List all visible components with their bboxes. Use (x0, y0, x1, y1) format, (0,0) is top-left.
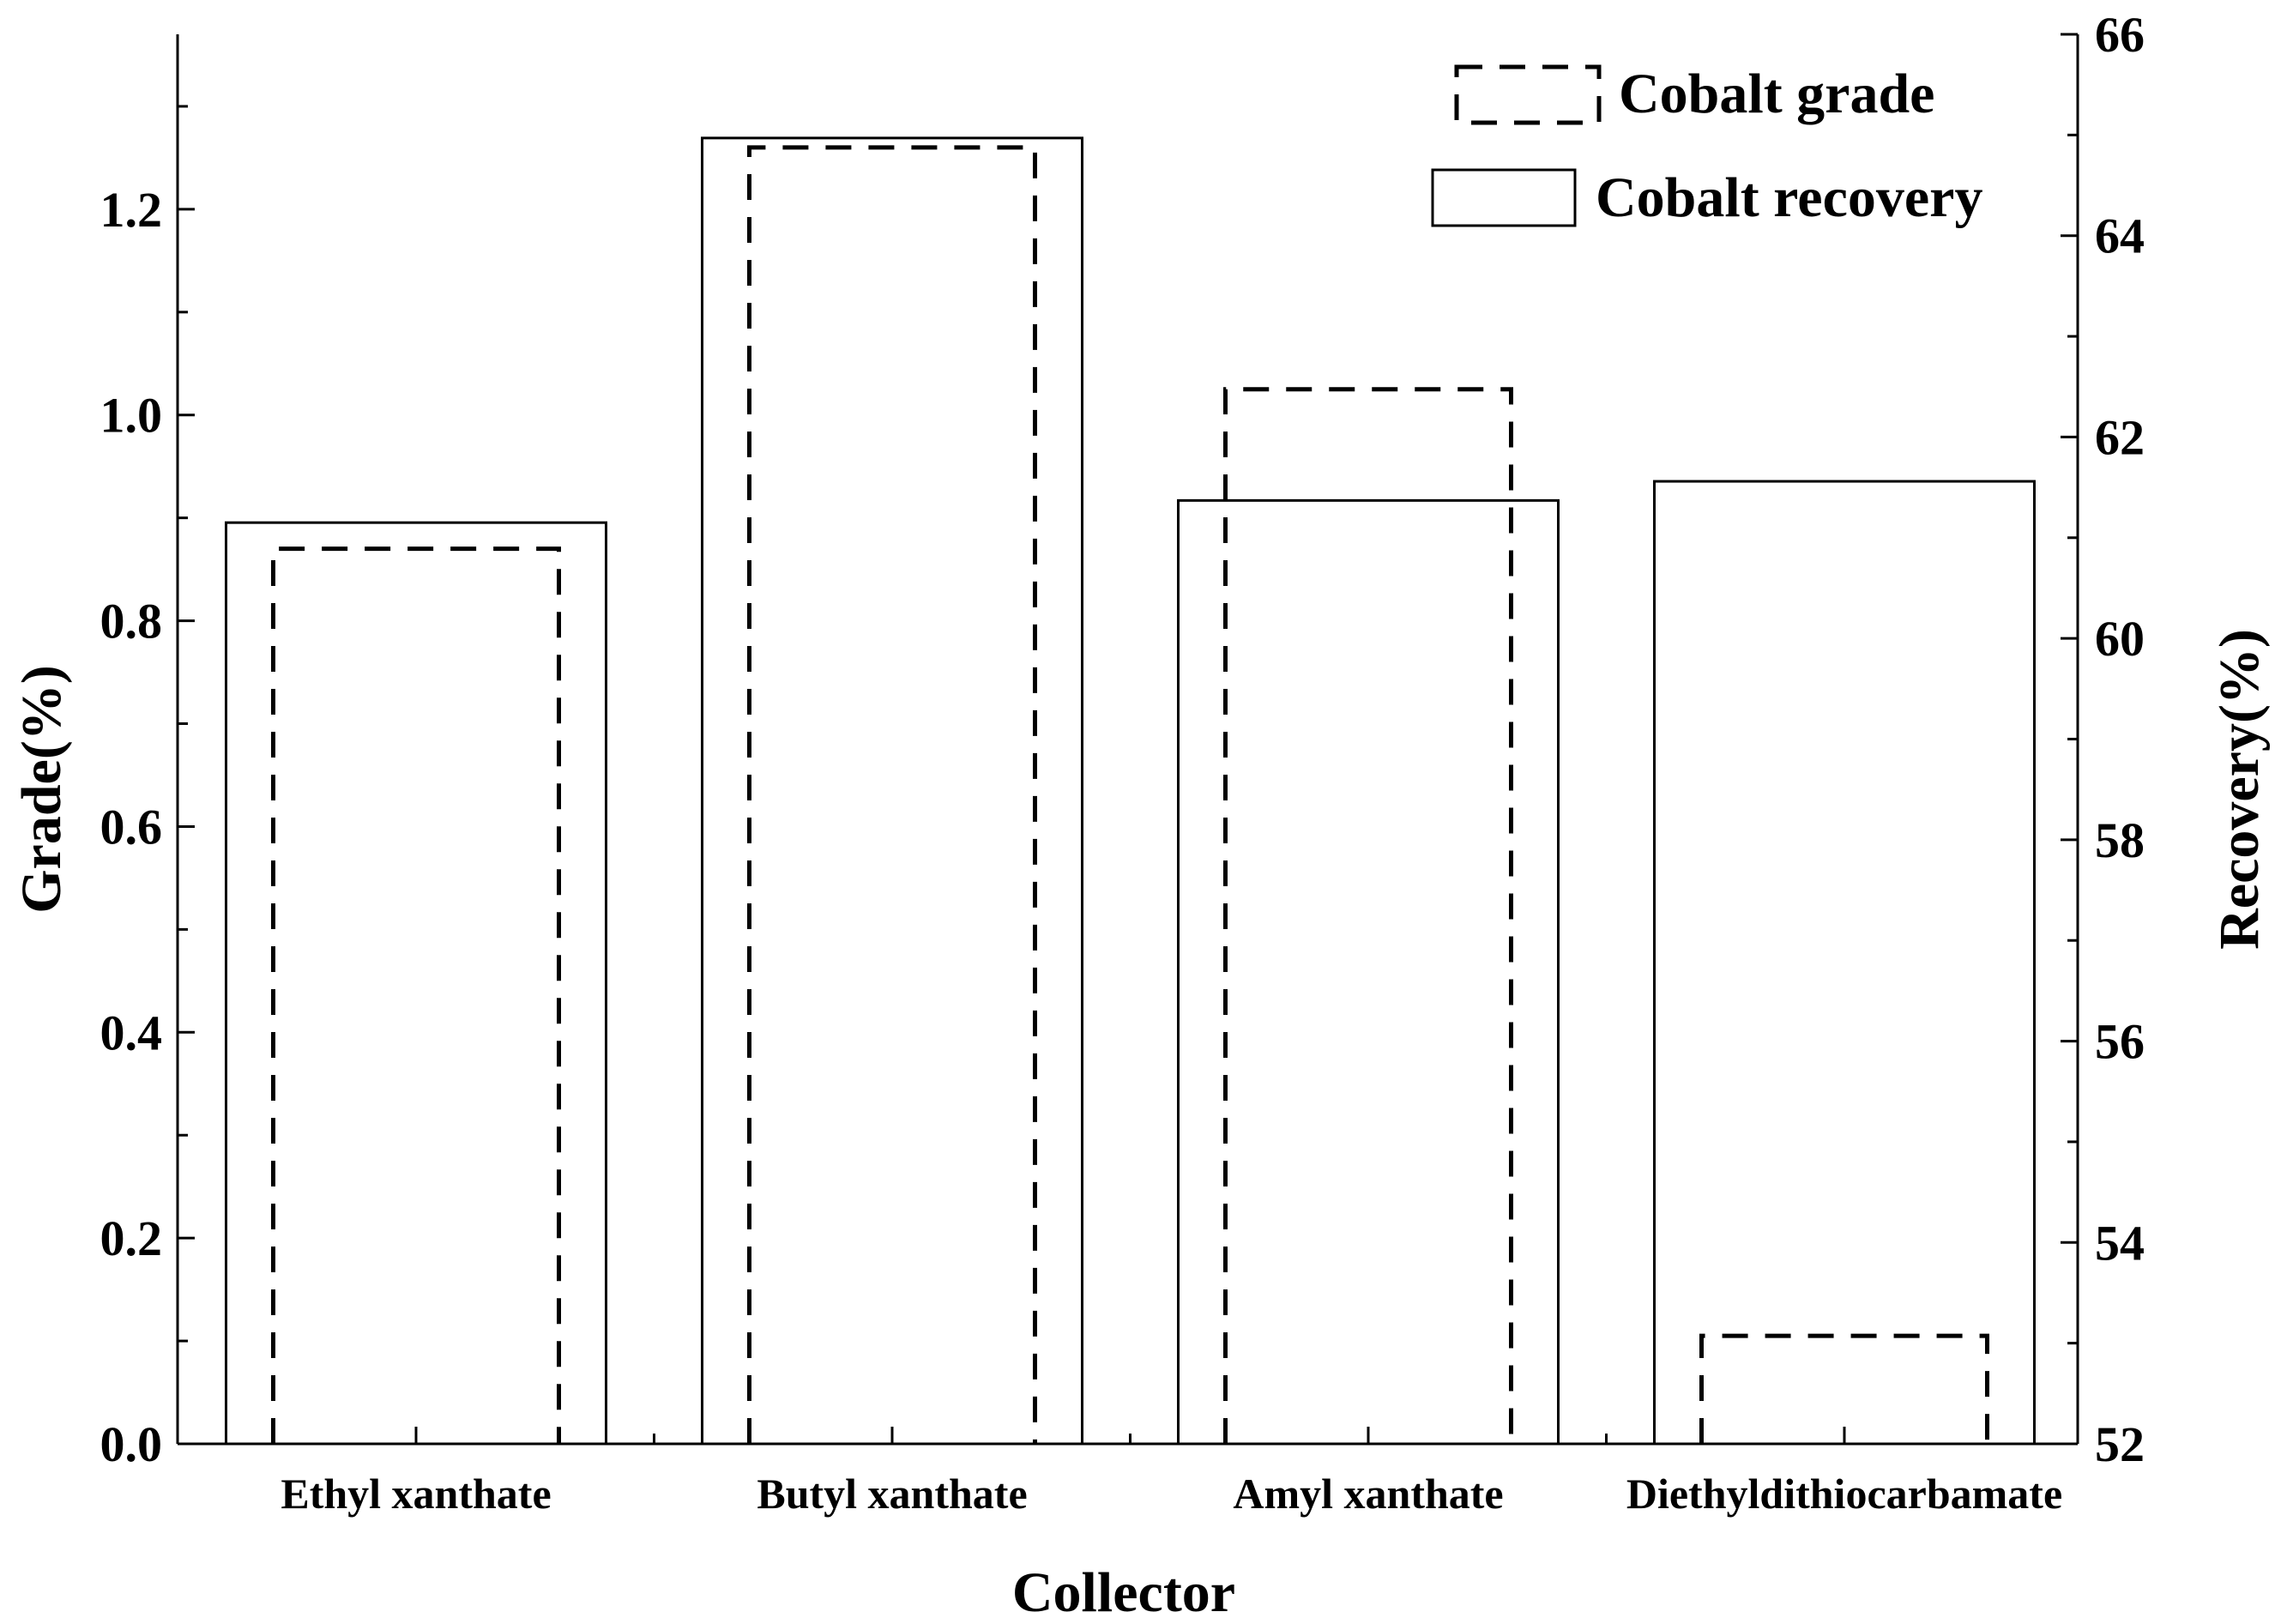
grade-bar-ethyl-xanthate (271, 546, 561, 1444)
y-tick-label-left: 0.8 (100, 594, 163, 649)
grade-bar-butyl-xanthate (747, 145, 1037, 1444)
recovery-bar-diethyldithiocarbamate (1653, 480, 2036, 1446)
grade-bar-amyl-xanthate (1223, 387, 1513, 1444)
legend-swatch-recovery (1431, 168, 1577, 227)
y-tick-label-right: 64 (2095, 208, 2145, 264)
y-tick-label-right: 66 (2095, 7, 2145, 63)
x-tick-label-amyl-xanthate: Amyl xanthate (1233, 1470, 1503, 1518)
recovery-bar-butyl-xanthate (701, 136, 1083, 1446)
legend-label-grade: Cobalt grade (1619, 63, 1934, 125)
y-tick-label-right: 56 (2095, 1014, 2145, 1070)
legend-swatch-grade (1454, 64, 1602, 125)
y-tick-label-left: 1.0 (100, 388, 163, 444)
x-tick-label-diethyldithiocarbamate: Diethyldithiocarbamate (1626, 1470, 2062, 1518)
y-tick-label-left: 0.0 (100, 1416, 163, 1472)
recovery-bar-amyl-xanthate (1177, 498, 1560, 1446)
y-axis-right-title: Recovery(%) (2208, 629, 2271, 950)
y-tick-label-right: 60 (2095, 611, 2145, 667)
y-tick-label-left: 0.6 (100, 799, 163, 854)
y-tick-label-right: 54 (2095, 1215, 2145, 1271)
y-tick-label-right: 62 (2095, 409, 2145, 465)
y-tick-label-left: 0.4 (100, 1005, 163, 1060)
labels-layer: Ethyl xanthate Butyl xanthate Amyl xanthat… (100, 7, 2145, 1518)
x-tick-label-ethyl-xanthate: Ethyl xanthate (281, 1470, 551, 1518)
axes-layer (176, 33, 2079, 1446)
y-tick-label-right: 52 (2095, 1416, 2145, 1472)
x-axis-title: Collector (1012, 1561, 1235, 1624)
y-axis-title: Grade(%) (10, 665, 73, 914)
x-tick-label-butyl-xanthate: Butyl xanthate (757, 1470, 1027, 1518)
y-tick-label-left: 0.2 (100, 1210, 163, 1266)
grade-bar-diethyldithiocarbamate (1699, 1333, 1989, 1444)
legend-label-recovery: Cobalt recovery (1596, 166, 1982, 229)
bars-layer (225, 136, 2036, 1446)
recovery-bar-ethyl-xanthate (225, 521, 607, 1446)
legend: Cobalt grade Cobalt recovery (1431, 63, 1982, 229)
y-tick-label-right: 58 (2095, 812, 2145, 868)
y-tick-label-left: 1.2 (100, 182, 163, 238)
